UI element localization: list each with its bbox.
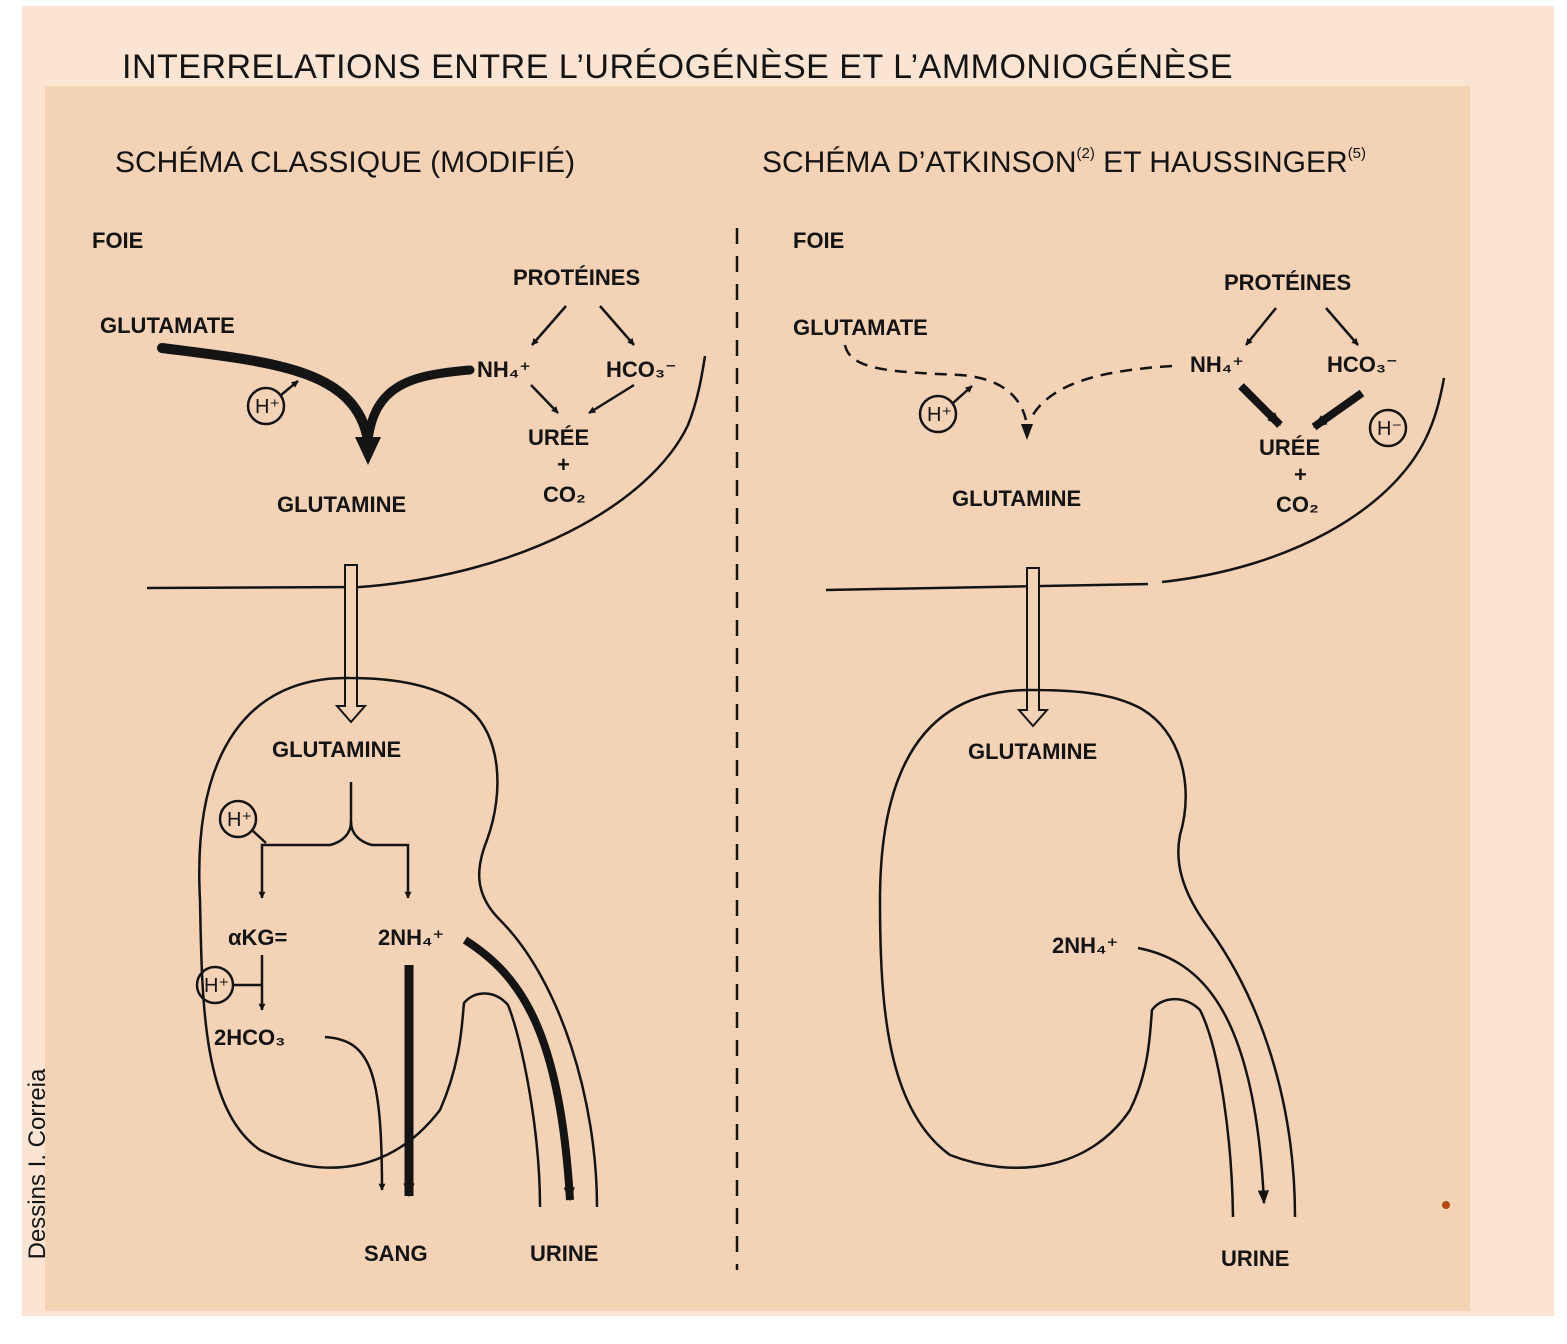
right-glutamine-liver-label: GLUTAMINE <box>952 486 1081 511</box>
right-h-plus-arrow <box>952 385 973 404</box>
left-glutamine-kidney-label: GLUTAMINE <box>272 737 401 762</box>
left-hco3-to-blood-arrow <box>324 1035 386 1191</box>
right-kidney-outline <box>878 688 1297 1218</box>
left-hco3-label: HCO₃⁻ <box>606 357 677 382</box>
right-hco3-to-urea-arrow <box>1311 389 1365 431</box>
right-nh4-to-urine-arrow <box>1137 946 1270 1205</box>
left-nh4-to-urine-arrow <box>462 936 575 1202</box>
right-organ-label: FOIE <box>793 228 844 253</box>
left-nh4-label: NH₄⁺ <box>477 357 531 382</box>
right-glutamine-arrowhead <box>1021 424 1033 440</box>
left-kidney-h-ion-label: H⁺ <box>227 809 252 831</box>
left-h-ion-arrow <box>280 380 299 396</box>
left-akg-branch-arrow <box>258 782 353 899</box>
right-transport-arrow <box>1016 567 1050 728</box>
right-h-plus-circle <box>918 394 958 434</box>
credit-text: Dessins I. Correia <box>24 1068 51 1260</box>
left-h-ion-circle <box>246 386 286 426</box>
left-co2-label: CO₂ <box>543 482 586 507</box>
left-organ-label: FOIE <box>92 228 143 253</box>
left-liver-outline <box>146 355 707 590</box>
left-h-ion-label: H⁺ <box>255 396 280 418</box>
left-hco3-2-label: 2HCO₃ <box>214 1025 285 1050</box>
right-heading: SCHÉMA D’ATKINSON(2) ET HAUSSINGER(5) <box>762 145 1366 179</box>
right-nh4-label: NH₄⁺ <box>1190 352 1244 377</box>
left-plus-label: + <box>557 452 570 477</box>
ink-dot <box>1442 1201 1450 1209</box>
right-glutamate-label: GLUTAMATE <box>793 315 928 340</box>
right-nh4-2-label: 2NH₄⁺ <box>1052 933 1118 958</box>
left-nh4-2-label: 2NH₄⁺ <box>378 925 444 950</box>
left-glutamine-liver-label: GLUTAMINE <box>277 492 406 517</box>
main-title: INTERRELATIONS ENTRE L’URÉOGÉNÈSE ET L’A… <box>122 48 1233 86</box>
right-co2-label: CO₂ <box>1276 492 1319 517</box>
left-glutamate-label: GLUTAMATE <box>100 313 235 338</box>
left-transport-arrow <box>334 564 368 724</box>
right-hco3-label: HCO₃⁻ <box>1327 352 1398 377</box>
left-kidney-h-ion-link <box>252 830 267 844</box>
right-proteins-to-nh4-arrow <box>1245 307 1277 346</box>
left-glutamate-flow <box>157 343 373 445</box>
right-nh4-to-urea-arrow <box>1238 383 1283 428</box>
right-liver-outline <box>825 377 1446 592</box>
left-urea-label: URÉE <box>528 425 589 450</box>
right-h-minus-label: H⁻ <box>1377 418 1402 440</box>
left-akg-label: αKG= <box>228 925 287 950</box>
left-hco3-to-urea-arrow <box>588 383 635 415</box>
left-kidney-h-ion-circle <box>218 799 258 839</box>
left-kidney-outline <box>198 676 599 1208</box>
left-nh4-branch-arrow <box>349 821 412 899</box>
right-proteins-to-hco3-arrow <box>1325 307 1359 346</box>
left-glutamine-arrowhead <box>355 437 381 465</box>
right-urine-label: URINE <box>1221 1246 1289 1271</box>
right-h-minus-circle <box>1368 408 1408 448</box>
right-glutamine-kidney-label: GLUTAMINE <box>968 739 1097 764</box>
right-nh4-dashed-flow <box>1028 364 1173 421</box>
right-plus-label: + <box>1294 462 1307 487</box>
left-proteins-to-hco3-arrow <box>599 305 635 346</box>
left-akg-h-ion-label: H⁺ <box>204 975 229 997</box>
left-heading: SCHÉMA CLASSIQUE (MODIFIÉ) <box>115 146 575 179</box>
left-proteins-label: PROTÉINES <box>513 265 640 290</box>
right-urea-label: URÉE <box>1259 435 1320 460</box>
diagram-panel <box>45 86 1470 1311</box>
left-proteins-to-nh4-arrow <box>531 305 567 346</box>
left-nh4-to-urea-arrow <box>530 384 559 414</box>
right-h-plus-label: H⁺ <box>927 404 952 426</box>
right-glutamate-dashed-flow <box>843 344 1028 421</box>
left-urine-label: URINE <box>530 1241 598 1266</box>
right-proteins-label: PROTÉINES <box>1224 270 1351 295</box>
left-blood-label: SANG <box>364 1241 428 1266</box>
left-nh4-flow <box>363 365 475 445</box>
